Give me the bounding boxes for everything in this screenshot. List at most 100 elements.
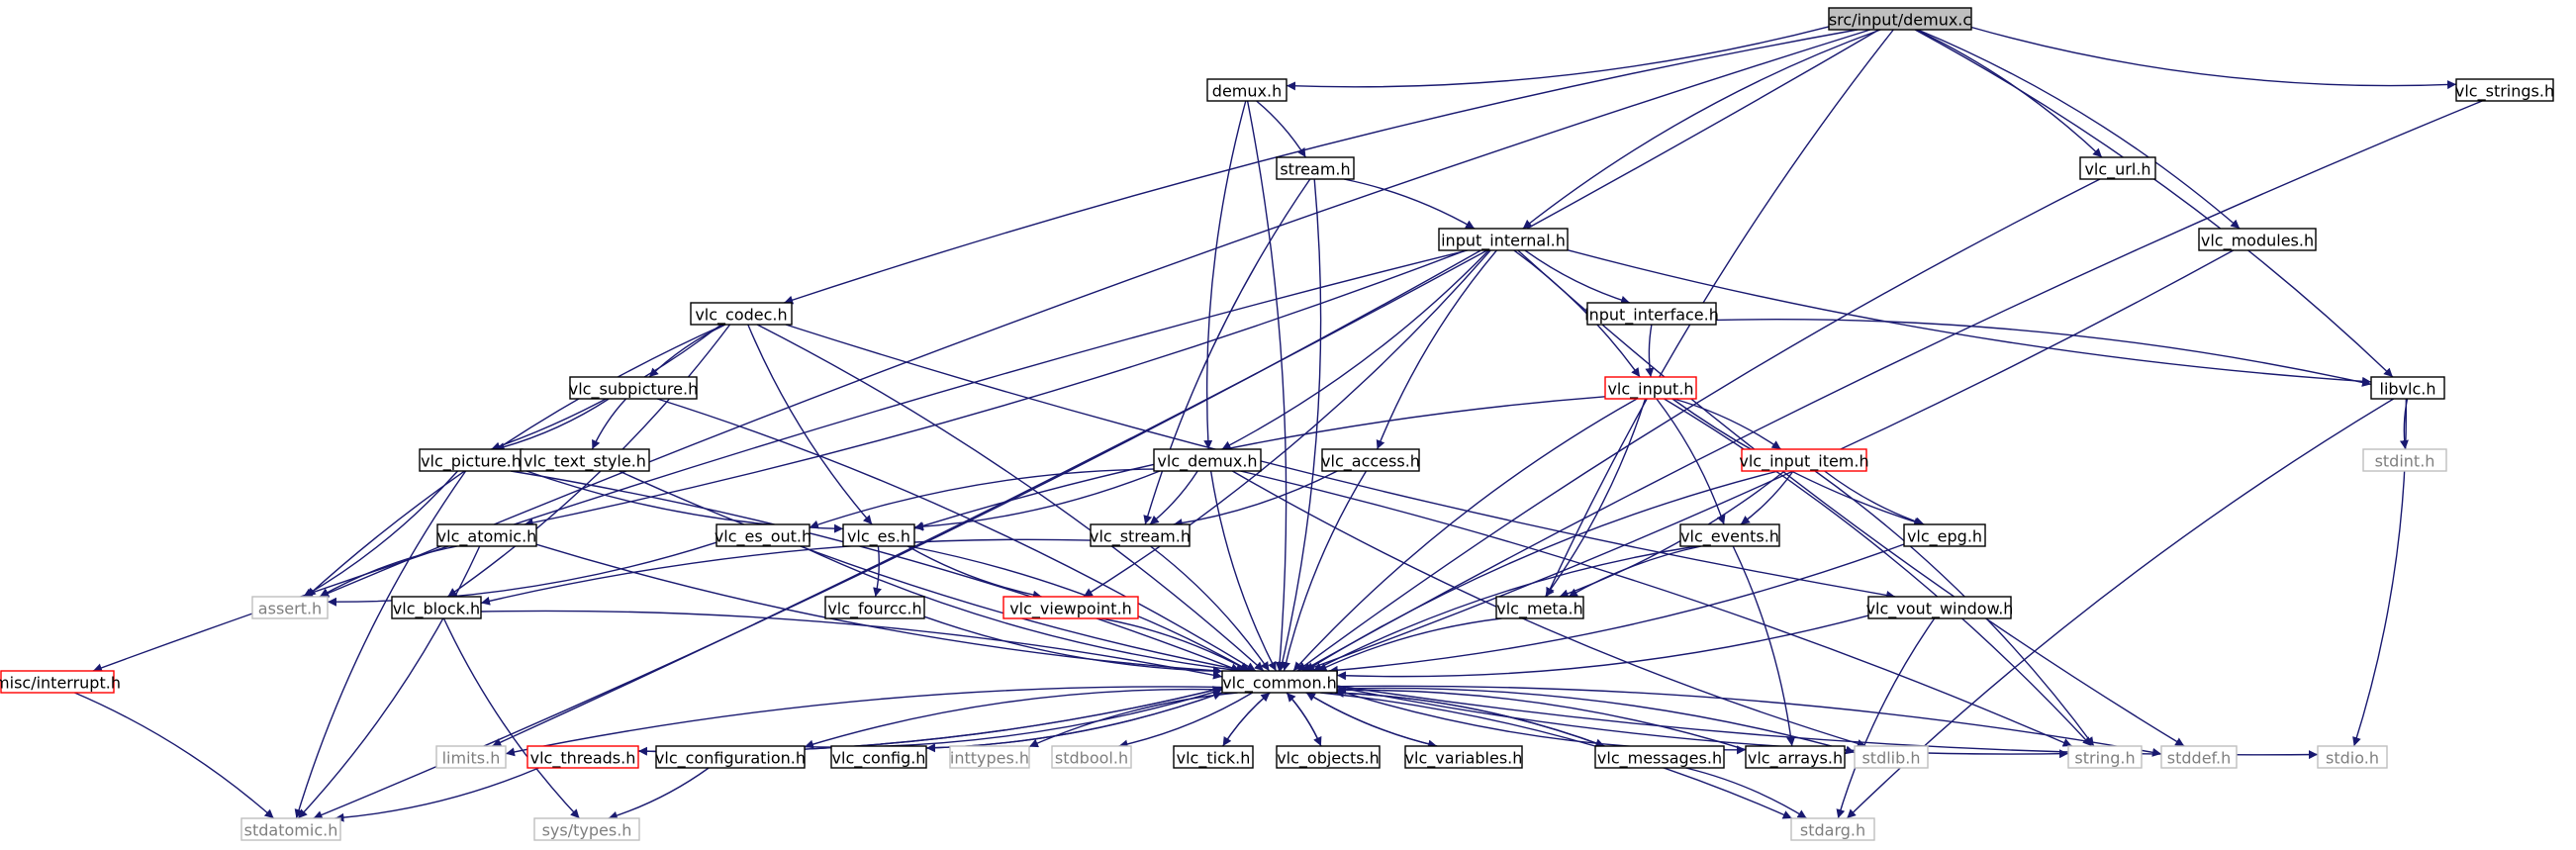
node-vlc-url[interactable]: vlc_url.h [2079, 156, 2156, 180]
node-vlc-codec[interactable]: vlc_codec.h [690, 302, 793, 326]
node-vlc-subpicture[interactable]: vlc_subpicture.h [569, 376, 698, 400]
node-vlc-es-out[interactable]: vlc_es_out.h [715, 523, 811, 547]
edge-demux_c-to-vlc_strings [1970, 26, 2457, 90]
edge-vlc_common-to-stdbool [1118, 692, 1253, 749]
node-box [526, 745, 639, 769]
edge-vlc_common-to-stdarg [1320, 692, 1792, 819]
node-vlc-vout-window[interactable]: vlc_vout_window.h [1866, 596, 2014, 619]
node-vlc-demux[interactable]: vlc_demux.h [1153, 448, 1262, 472]
node-label: vlc_modules.h [2201, 232, 2314, 251]
edge-vlc_input-to-vlc_input_item [1673, 398, 1781, 450]
edge-vlc_messages-to-vlc_common [1334, 688, 1605, 747]
node-vlc-modules[interactable]: vlc_modules.h [2198, 228, 2317, 251]
node-vlc-meta[interactable]: vlc_meta.h [1495, 596, 1584, 619]
edge-input_internal-to-vlc_access [1376, 249, 1497, 450]
edge-vlc_codec-to-vlc_block [446, 324, 731, 598]
node-label: inttypes.h [950, 749, 1029, 768]
edge-demux_c-to-demux_h [1286, 26, 1830, 91]
node-demux-h[interactable]: demux.h [1206, 78, 1288, 102]
edge-vlc_text_style-to-vlc_common [619, 470, 1246, 674]
node-stream-h[interactable]: stream.h [1276, 156, 1355, 180]
node-box [1002, 596, 1139, 619]
node-box [1321, 448, 1420, 472]
edge-vlc_codec-to-vlc_vout_window [785, 324, 1896, 600]
node-vlc-common[interactable]: vlc_common.h [1221, 670, 1338, 694]
node-vlc-objects[interactable]: vlc_objects.h [1276, 745, 1381, 769]
node-vlc-threads[interactable]: vlc_threads.h [526, 745, 639, 769]
node-box [655, 745, 806, 769]
node-box [690, 302, 793, 326]
node-vlc-config[interactable]: vlc_config.h [830, 745, 927, 769]
node-layer: src/input/demux.c demux.h vlc_strings.hstr… [0, 7, 2554, 841]
node-box [435, 745, 507, 769]
node-box [1276, 745, 1381, 769]
node-vlc-messages[interactable]: vlc_messages.h [1594, 745, 1725, 769]
edge-vlc_url-to-vlc_common [1296, 178, 2101, 672]
node-vlc-fourcc[interactable]: vlc_fourcc.h [824, 596, 925, 619]
node-box [1679, 523, 1780, 547]
node-vlc-input[interactable]: vlc_input.h [1604, 376, 1697, 400]
node-label: vlc_variables.h [1405, 749, 1523, 769]
node-box [436, 523, 537, 547]
edge-vlc_block-to-sys_types [442, 617, 581, 819]
node-inttypes: inttypes.h [949, 745, 1030, 769]
node-vlc-viewpoint[interactable]: vlc_viewpoint.h [1002, 596, 1139, 619]
edge-vlc_common-to-string_h [1336, 686, 2069, 759]
node-label: limits.h [442, 749, 501, 768]
edge-vlc_atomic-to-stdatomic [297, 545, 481, 819]
node-label: stdbool.h [1055, 749, 1128, 768]
edge-demux_c-to-input_internal [1522, 29, 1881, 230]
edge-vlc_subpicture-to-vlc_common [656, 398, 1257, 672]
node-vlc-access[interactable]: vlc_access.h [1321, 448, 1420, 472]
node-label: vlc_picture.h [421, 452, 522, 472]
node-input-internal[interactable]: input_internal.h [1438, 228, 1569, 251]
node-vlc-block[interactable]: vlc_block.h [391, 596, 482, 619]
edge-vlc_es-to-vlc_viewpoint [906, 545, 1042, 600]
edge-input_internal-to-libvlc [1567, 249, 2372, 386]
edge-vlc_atomic-to-assert_h [319, 545, 458, 598]
node-assert-h: assert.h [251, 596, 329, 619]
node-vlc-picture[interactable]: vlc_picture.h [419, 448, 524, 472]
node-vlc-strings[interactable]: vlc_strings.h [2455, 78, 2554, 102]
edge-vlc_codec-to-vlc_subpicture [648, 324, 726, 378]
node-input-interface[interactable]: input_interface.h [1584, 302, 1719, 326]
edge-vlc_epg-to-vlc_common [1328, 543, 1905, 675]
node-label: vlc_epg.h [1907, 527, 1982, 547]
node-box [1276, 156, 1355, 180]
node-vlc-input-item[interactable]: vlc_input_item.h [1739, 448, 1869, 472]
edge-input_internal-to-stdatomic [313, 249, 1481, 819]
node-box [533, 817, 640, 841]
node-label: stdint.h [2375, 452, 2435, 471]
node-box [824, 596, 925, 619]
node-libvlc[interactable]: libvlc.h [2370, 376, 2445, 400]
edge-vlc_events-to-vlc_arrays [1732, 545, 1796, 747]
node-box [1221, 670, 1338, 694]
node-vlc-es[interactable]: vlc_es.h [842, 523, 915, 547]
node-vlc-arrays[interactable]: vlc_arrays.h [1745, 745, 1846, 769]
node-misc-interrupt[interactable]: misc/interrupt.h [0, 670, 121, 694]
node-stdbool: stdbool.h [1051, 745, 1132, 769]
node-label: input_internal.h [1441, 232, 1566, 251]
node-vlc-configuration[interactable]: vlc_configuration.h [655, 745, 806, 769]
node-label: vlc_block.h [393, 600, 480, 619]
node-box [1090, 523, 1191, 547]
node-demux-c[interactable]: src/input/demux.c [1828, 7, 1972, 31]
edge-input_internal-to-vlc_viewpoint [1083, 249, 1491, 598]
node-box [1404, 745, 1523, 769]
node-vlc-events[interactable]: vlc_events.h [1679, 523, 1780, 547]
node-label: vlc_messages.h [1597, 749, 1722, 769]
node-label: vlc_common.h [1222, 674, 1337, 694]
node-label: vlc_access.h [1321, 452, 1420, 472]
edge-demux_h-to-vlc_common [1246, 100, 1288, 672]
node-vlc-epg[interactable]: vlc_epg.h [1903, 523, 1986, 547]
node-box [1594, 745, 1725, 769]
node-box [2198, 228, 2317, 251]
node-vlc-text-style[interactable]: vlc_text_style.h [520, 448, 650, 472]
node-vlc-atomic[interactable]: vlc_atomic.h [436, 523, 537, 547]
node-vlc-tick[interactable]: vlc_tick.h [1173, 745, 1254, 769]
node-vlc-variables[interactable]: vlc_variables.h [1404, 745, 1523, 769]
node-label: vlc_arrays.h [1748, 749, 1843, 769]
node-label: vlc_tick.h [1177, 749, 1251, 769]
node-vlc-stream[interactable]: vlc_stream.h [1090, 523, 1191, 547]
